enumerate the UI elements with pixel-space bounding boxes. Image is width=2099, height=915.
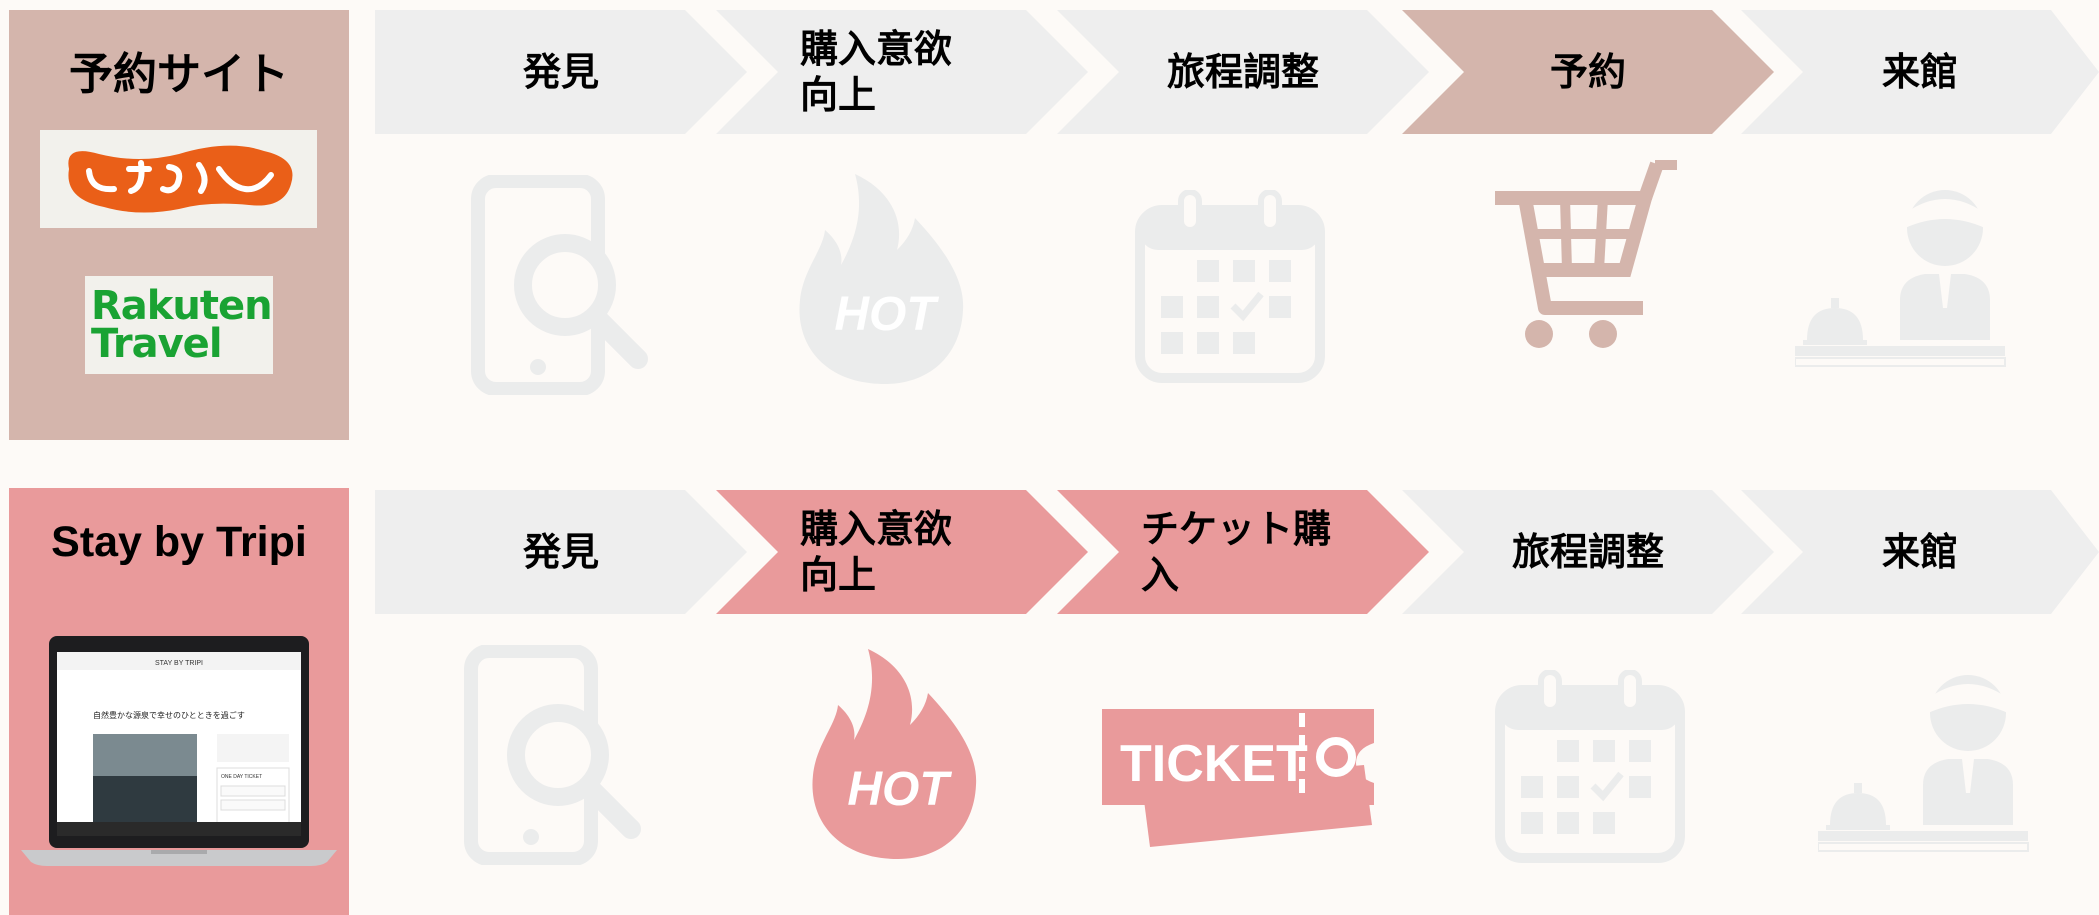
step-label: 来館 (1881, 50, 1958, 94)
reception-icon (1818, 675, 2029, 852)
step-label: 発見 (522, 50, 599, 94)
screen-headline: 自然豊かな源泉で幸せのひとときを過ごす (93, 710, 245, 720)
step-itinerary: 旅程調整 (1057, 10, 1429, 134)
screen-brand: STAY BY TRIPI (155, 660, 203, 667)
step-itinerary: 旅程調整 (1402, 490, 1774, 614)
step-purchase-motivation: 購入意欲 向上 (716, 490, 1088, 614)
calendar-icon (1495, 670, 1685, 863)
phone-search-icon (471, 175, 648, 395)
step-label: チケット購 入 (1141, 507, 1332, 597)
jalan-logo (40, 130, 317, 228)
hot-flame-icon: HOT (799, 174, 964, 384)
step-visit: 来館 (1741, 490, 2099, 614)
step-label: 旅程調整 (1511, 530, 1664, 574)
rakuten-travel-logo: Rakuten Travel (85, 276, 273, 374)
panel-title: Stay by Tripi (51, 518, 307, 566)
calendar-icon (1135, 190, 1325, 383)
shopping-cart-icon (1495, 160, 1677, 348)
ticket-icon: TICKET (1102, 709, 1374, 847)
reception-icon (1795, 190, 2006, 367)
step-label: 購入意欲 向上 (800, 27, 953, 117)
step-label: 発見 (522, 530, 599, 574)
step-label: 予約 (1549, 50, 1626, 94)
hot-flame-icon: HOT (812, 649, 977, 859)
screen-ticket-card: ONE DAY TICKET (221, 774, 262, 780)
phone-search-icon (464, 645, 641, 865)
step-ticket-purchase: チケット購 入 (1057, 490, 1429, 614)
laptop-screenshot-image: STAY BY TRIPI 自然豊かな源泉で幸せのひとときを過ごす ONE DA… (21, 636, 337, 866)
hot-label: HOT (834, 288, 939, 341)
step-discovery: 発見 (375, 10, 747, 134)
stay-by-tripi-panel: Stay by Tripi STAY BY TRIPI 自然豊かな源泉で幸せのひ… (9, 488, 349, 915)
booking-site-panel: 予約サイト Rakuten Travel (9, 10, 349, 440)
step-label: 購入意欲 向上 (800, 507, 953, 597)
rakuten-logo-line2: Travel (91, 321, 223, 367)
step-purchase-motivation: 購入意欲 向上 (716, 10, 1088, 134)
step-discovery: 発見 (375, 490, 747, 614)
step-reservation: 予約 (1402, 10, 1774, 134)
step-label: 旅程調整 (1166, 50, 1319, 94)
panel-title: 予約サイト (69, 49, 289, 100)
rakuten-logo-line1: Rakuten (91, 283, 273, 329)
step-visit: 来館 (1741, 10, 2099, 134)
step-label: 来館 (1881, 530, 1958, 574)
hot-label: HOT (847, 763, 952, 816)
ticket-label: TICKET (1120, 735, 1308, 793)
